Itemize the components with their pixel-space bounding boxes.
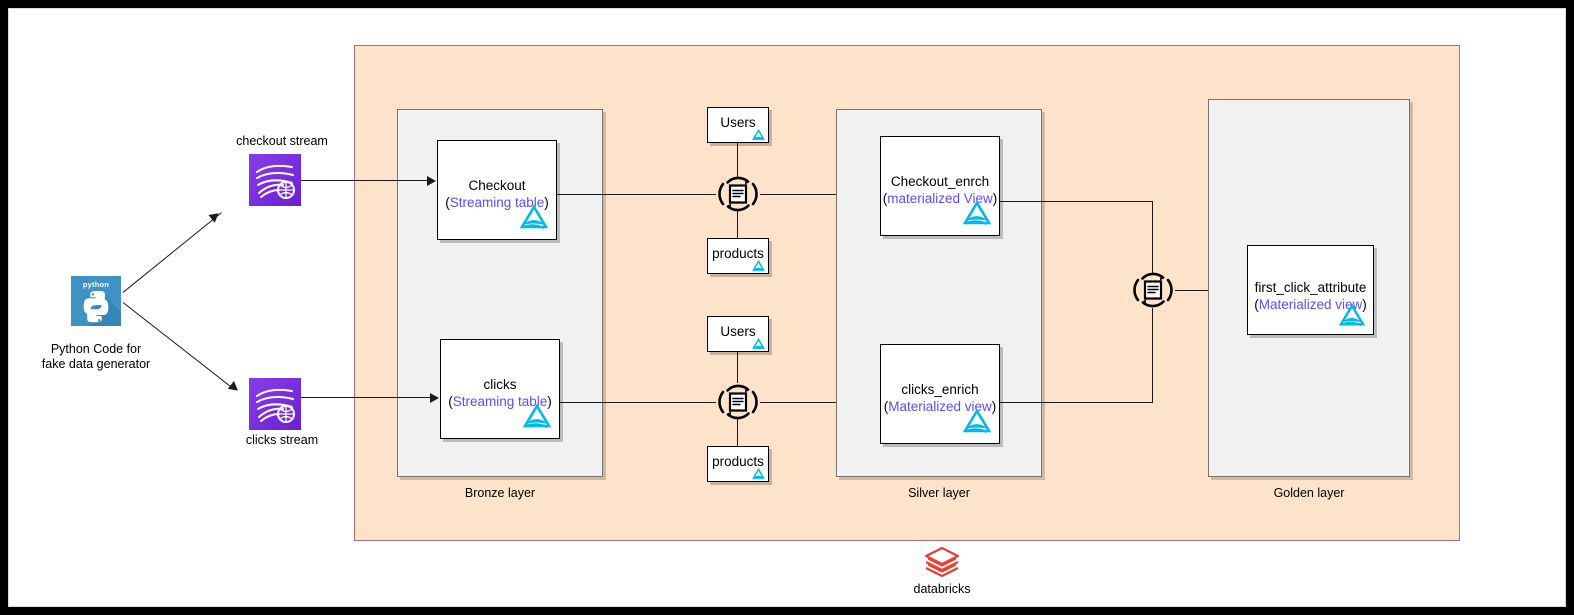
databricks-logo <box>922 545 962 583</box>
connector-checkout-enrch-down <box>1152 201 1154 273</box>
connector-python-to-clicks-stream-arrow <box>227 381 242 395</box>
node-clicks-type: Streaming table <box>452 394 548 409</box>
python-icon: python <box>71 276 121 326</box>
delta-lake-icon <box>1339 304 1365 328</box>
paren-close: ) <box>992 191 998 206</box>
node-clicks-enrich-title: clicks_enrich <box>901 382 979 397</box>
paren-close: ) <box>1362 297 1367 312</box>
checkout-stream-label: checkout stream <box>236 134 328 148</box>
connector-clicks-enrich-up <box>1152 308 1154 403</box>
node-checkout[interactable]: Checkout (Streaming table) <box>437 140 557 240</box>
paren-open: ( <box>1254 297 1259 312</box>
python-source-label: Python Code for fake data generator <box>26 342 166 372</box>
node-clicks-subtitle: (Streaming table) <box>441 394 559 409</box>
node-clicks-enrich-subtitle: (Materialized view) <box>881 399 999 414</box>
python-source-label-line2: fake data generator <box>41 357 151 371</box>
connector-users-bottom-to-join2 <box>737 352 739 383</box>
node-checkout-enrch-subtitle: (materialized View) <box>881 191 999 206</box>
paren-close: ) <box>991 399 997 414</box>
diagram-canvas-frame: python Python Code for fake data generat… <box>9 9 1565 606</box>
node-clicks-title: clicks <box>483 377 517 392</box>
refbox-products-bottom[interactable]: products <box>707 446 769 482</box>
refbox-users-bottom-title: Users <box>720 324 756 339</box>
paren-open: ( <box>448 394 453 409</box>
node-first-click-attribute-title: first_click_attribute <box>1254 280 1367 295</box>
connector-products-bottom-to-join2 <box>737 418 739 446</box>
python-source-label-line1: Python Code for <box>50 342 142 356</box>
refbox-products-top[interactable]: products <box>707 238 769 274</box>
connector-join1-to-checkout-enrch <box>760 194 878 196</box>
connector-clicks-enrich-right <box>1000 402 1153 404</box>
node-checkout-enrch-title: Checkout_enrch <box>890 174 990 189</box>
connector-clicks-to-join2 <box>560 402 716 404</box>
node-checkout-title: Checkout <box>468 178 526 193</box>
join-refresh-icon-3[interactable] <box>1131 268 1175 312</box>
node-checkout-enrch[interactable]: Checkout_enrch (materialized View) <box>880 136 1000 236</box>
python-icon-text: python <box>82 280 110 289</box>
node-checkout-enrch-type: materialized View <box>887 191 993 206</box>
node-first-click-attribute[interactable]: first_click_attribute (Materialized view… <box>1247 245 1374 335</box>
connector-clicks-stream-to-clicks-arrow <box>430 393 439 403</box>
databricks-logo-label: databricks <box>913 582 971 596</box>
bronze-layer-label: Bronze layer <box>464 486 536 500</box>
connector-checkout-to-join1 <box>557 194 716 196</box>
connector-clicks-stream-to-clicks <box>301 397 430 399</box>
silver-layer-label: Silver layer <box>908 486 970 500</box>
delta-lake-icon <box>520 205 548 231</box>
refbox-users-top-title: Users <box>720 115 756 130</box>
diagram-canvas: python Python Code for fake data generat… <box>9 9 1565 606</box>
connector-products-top-to-join1 <box>737 209 739 238</box>
connector-checkout-stream-to-checkout <box>301 180 427 182</box>
delta-lake-icon <box>752 260 765 272</box>
stream-icon-clicks <box>249 378 301 430</box>
join-refresh-icon-2[interactable] <box>716 380 760 424</box>
delta-lake-icon <box>752 468 765 480</box>
connector-users-top-to-join1 <box>737 143 739 179</box>
connector-python-to-checkout-stream <box>122 212 223 294</box>
node-checkout-subtitle: (Streaming table) <box>438 195 556 210</box>
connector-join2-to-clicks-enrich <box>760 402 878 404</box>
refbox-users-top[interactable]: Users <box>707 107 769 143</box>
node-checkout-type: Streaming table <box>449 195 545 210</box>
node-first-click-attribute-type: Materialized view <box>1258 297 1363 312</box>
paren-close: ) <box>547 394 552 409</box>
refbox-products-top-title: products <box>712 246 764 261</box>
delta-lake-icon <box>523 404 551 430</box>
clicks-stream-label: clicks stream <box>245 433 319 447</box>
stream-icon-checkout <box>249 154 301 206</box>
join-refresh-icon-1[interactable] <box>716 172 760 216</box>
refbox-products-bottom-title: products <box>712 454 764 469</box>
node-clicks[interactable]: clicks (Streaming table) <box>440 339 560 439</box>
connector-checkout-stream-to-checkout-arrow <box>427 176 436 186</box>
paren-open: ( <box>883 399 889 414</box>
golden-layer-label: Golden layer <box>1273 486 1345 500</box>
paren-open: ( <box>445 195 450 210</box>
paren-open: ( <box>882 191 888 206</box>
paren-close: ) <box>544 195 549 210</box>
delta-lake-icon <box>963 201 991 227</box>
node-first-click-attribute-subtitle: (Materialized view) <box>1248 297 1373 312</box>
node-clicks-enrich[interactable]: clicks_enrich (Materialized view) <box>880 344 1000 444</box>
node-clicks-enrich-type: Materialized view <box>888 399 992 414</box>
delta-lake-icon <box>752 129 765 141</box>
refbox-users-bottom[interactable]: Users <box>707 316 769 352</box>
delta-lake-icon <box>752 338 765 350</box>
delta-lake-icon <box>963 409 991 435</box>
connector-checkout-enrch-right <box>1000 201 1153 203</box>
